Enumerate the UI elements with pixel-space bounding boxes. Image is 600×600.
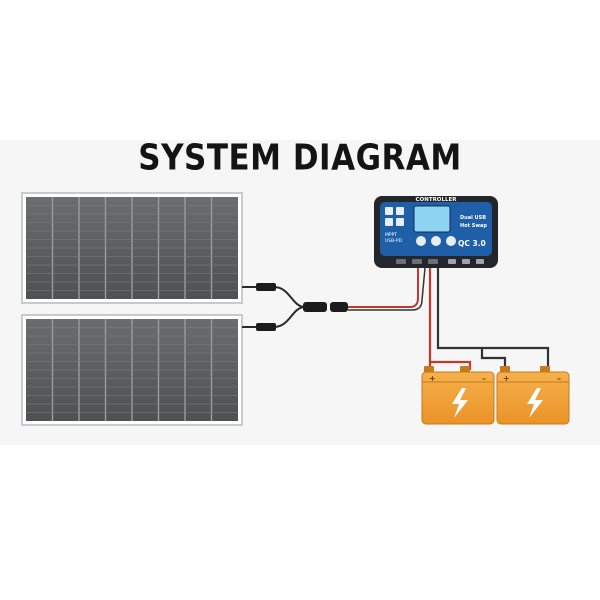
usb-c-port <box>476 259 484 264</box>
port-load <box>428 259 438 264</box>
port-battery <box>412 259 422 264</box>
hot-swap-label: Hot Swap <box>460 223 487 229</box>
y-branch-connector <box>303 302 348 312</box>
dual-usb-label: Dual USB <box>460 215 486 221</box>
port-pv <box>396 259 406 264</box>
minus-icon: – <box>482 374 486 383</box>
down-button[interactable] <box>446 236 456 246</box>
usb-port-2 <box>462 259 470 264</box>
up-button[interactable] <box>431 236 441 246</box>
solar-panel-top <box>21 192 243 304</box>
battery-icon <box>396 207 404 215</box>
lightning-icon <box>452 388 468 418</box>
usb-icon <box>396 218 404 226</box>
mc4-connector-top <box>256 283 276 291</box>
battery-right: + – <box>496 366 570 425</box>
lcd-screen <box>413 205 451 233</box>
solar-icon <box>385 207 393 215</box>
solar-panel-bottom <box>21 314 243 426</box>
qc-label: QC 3.0 <box>458 239 486 248</box>
lightning-icon <box>527 388 543 418</box>
plus-icon: + <box>429 374 436 383</box>
mode-label-mppt: MPPT <box>385 232 397 238</box>
plus-icon: + <box>503 374 510 383</box>
mode-label-usbpd: USB-PD <box>385 238 403 244</box>
diagram-title: SYSTEM DIAGRAM <box>138 137 462 179</box>
panel-cables <box>242 286 306 328</box>
charge-controller: CONTROLLER MPPT USB-PD Dual USB Hot Swap… <box>374 196 498 268</box>
controller-header: CONTROLLER <box>416 197 458 203</box>
battery-left: + – <box>421 366 495 425</box>
mc4-connector-bottom <box>256 323 276 331</box>
minus-icon: – <box>557 374 561 383</box>
menu-button[interactable] <box>416 236 426 246</box>
usb-port-1 <box>448 259 456 264</box>
battery-wires <box>428 268 550 370</box>
pv-input-wire <box>348 267 426 311</box>
load-icon <box>385 218 393 226</box>
